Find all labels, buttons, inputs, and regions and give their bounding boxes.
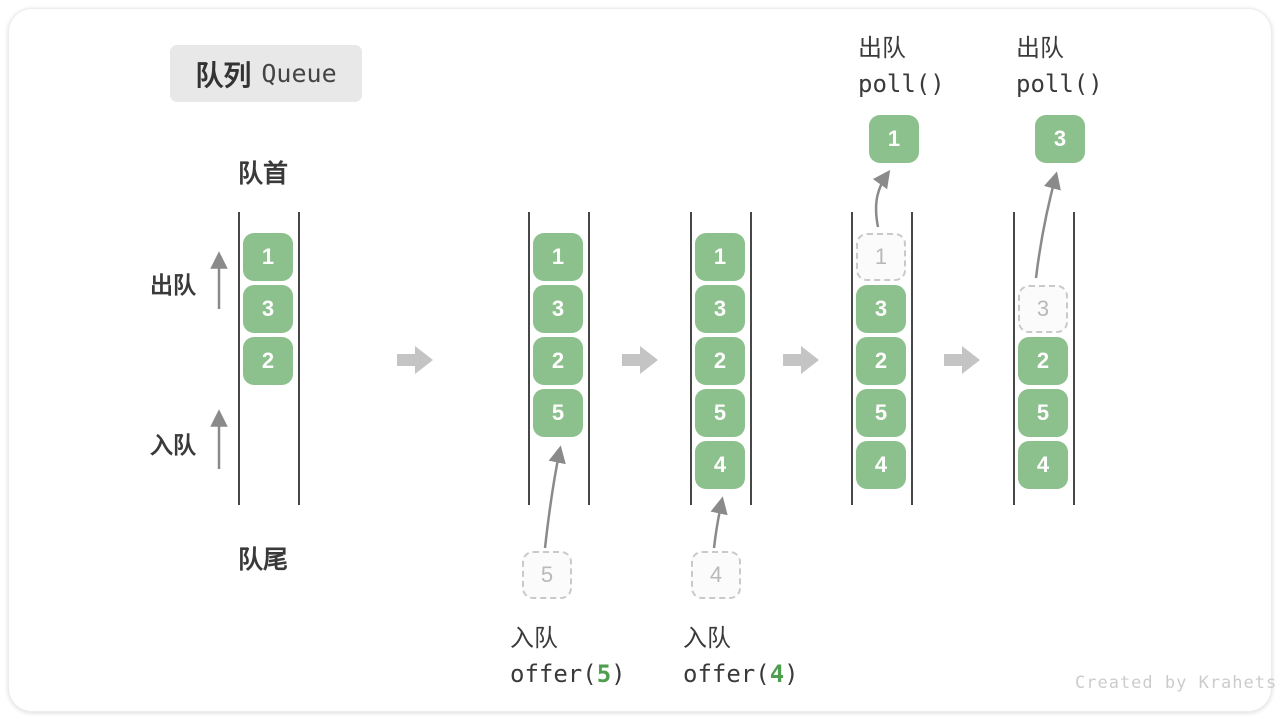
- enqueue-op-zh: 入队: [683, 625, 731, 652]
- queue-wall: [528, 212, 530, 505]
- queue-wall: [588, 212, 590, 505]
- state-transition-arrow-icon: [397, 343, 433, 377]
- queue-element: 5: [856, 389, 906, 437]
- queue-wall: [690, 212, 692, 505]
- queue-wall: [298, 212, 300, 505]
- title-badge: 队列 Queue: [170, 45, 362, 102]
- queue-element: 2: [856, 337, 906, 385]
- enqueue-side-label: 入队: [150, 432, 196, 458]
- queue-element: 2: [1018, 337, 1068, 385]
- state-transition-arrow-icon: [783, 343, 819, 377]
- enqueue-operation-label: 入队 offer(5): [510, 618, 626, 688]
- watermark: Created by Krahets: [1075, 673, 1278, 693]
- queue-element: 5: [533, 389, 583, 437]
- state-transition-arrow-icon: [944, 343, 980, 377]
- queue-front-label: 队首: [238, 160, 289, 188]
- queue-element: 5: [695, 389, 745, 437]
- queue-element: 4: [856, 441, 906, 489]
- queue-element: 1: [243, 233, 293, 281]
- queue-element: 4: [1018, 441, 1068, 489]
- queue-rear-label: 队尾: [238, 546, 289, 574]
- enqueue-op-code: offer(5): [510, 660, 626, 688]
- queue-element: 3: [243, 285, 293, 333]
- enqueue-operation-label: 入队 offer(4): [683, 618, 799, 688]
- title-zh: 队列: [195, 59, 252, 91]
- queue-wall: [238, 212, 240, 505]
- queue-wall: [911, 212, 913, 505]
- queue-element: 2: [243, 337, 293, 385]
- popped-element: 1: [869, 115, 919, 163]
- queue-wall: [1073, 212, 1075, 505]
- poll-op-zh: 出队: [858, 35, 906, 62]
- queue-wall: [851, 212, 853, 505]
- poll-operation-label: 出队 poll(): [1016, 28, 1103, 98]
- pending-enqueue-element: 4: [691, 551, 741, 599]
- queue-element: 2: [695, 337, 745, 385]
- popped-element: 3: [1035, 115, 1085, 163]
- removed-element-placeholder: 1: [856, 233, 906, 281]
- poll-op-code: poll(): [1016, 70, 1103, 98]
- poll-op-zh: 出队: [1016, 35, 1064, 62]
- enqueue-op-code: offer(4): [683, 660, 799, 688]
- queue-element: 2: [533, 337, 583, 385]
- pending-enqueue-element: 5: [522, 551, 572, 599]
- queue-element: 3: [533, 285, 583, 333]
- queue-element: 5: [1018, 389, 1068, 437]
- queue-element: 3: [856, 285, 906, 333]
- enqueue-op-zh: 入队: [510, 625, 558, 652]
- state-transition-arrow-icon: [622, 343, 658, 377]
- removed-element-placeholder: 3: [1018, 285, 1068, 333]
- poll-op-code: poll(): [858, 70, 945, 98]
- queue-element: 4: [695, 441, 745, 489]
- title-en: Queue: [261, 59, 337, 88]
- dequeue-side-label: 出队: [150, 272, 196, 298]
- poll-operation-label: 出队 poll(): [858, 28, 945, 98]
- queue-element: 1: [695, 233, 745, 281]
- queue-wall: [1013, 212, 1015, 505]
- queue-element: 3: [695, 285, 745, 333]
- queue-wall: [750, 212, 752, 505]
- queue-element: 1: [533, 233, 583, 281]
